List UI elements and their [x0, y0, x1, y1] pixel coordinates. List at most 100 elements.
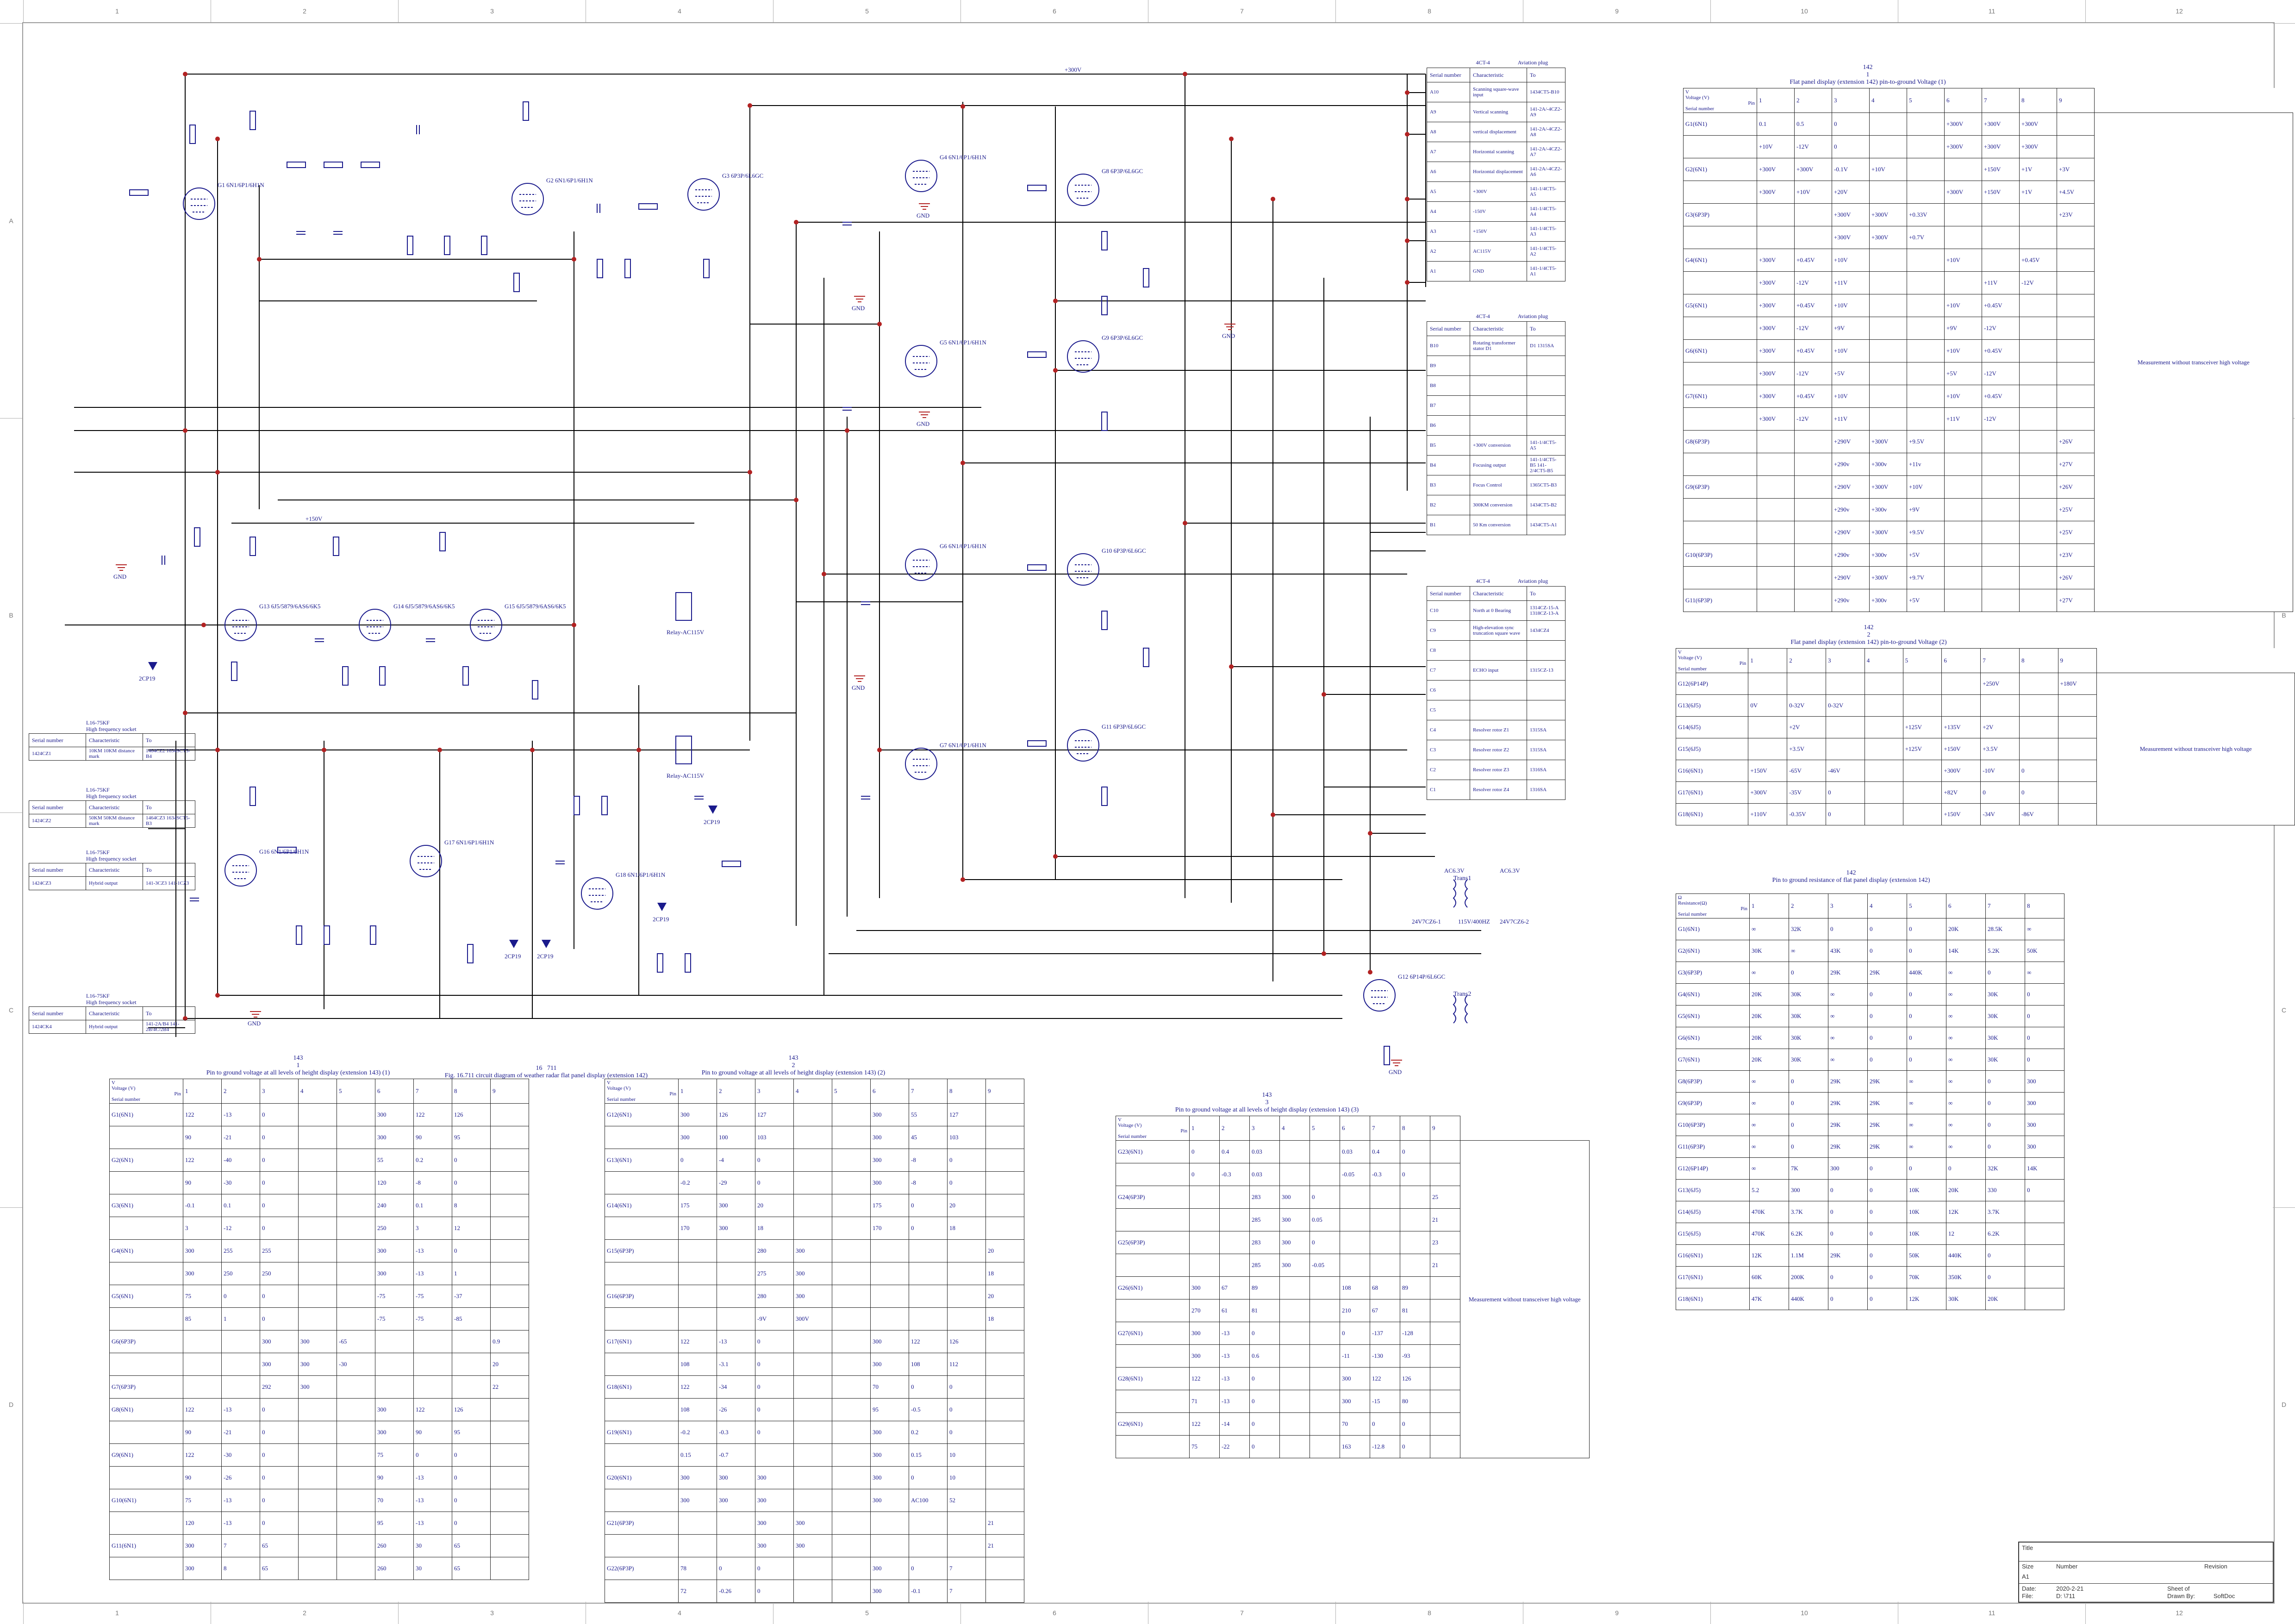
value-cell	[1907, 294, 1945, 317]
serial-cell	[1116, 1254, 1190, 1277]
serial-cell	[1683, 566, 1757, 589]
col-top-8: 8	[1335, 0, 1523, 22]
value-cell: 250	[221, 1262, 260, 1285]
value-cell: 0	[1867, 1244, 1907, 1267]
value-cell	[298, 1285, 337, 1308]
t_fp1-title-text: Flat panel display (extension 142) pin-t…	[1790, 79, 1946, 86]
value-cell	[870, 1512, 909, 1535]
value-cell	[1794, 521, 1832, 544]
serial-cell: G7(6P3P)	[109, 1375, 183, 1399]
value-cell: +10V	[1907, 475, 1945, 499]
value-cell: ∞	[1946, 1114, 1986, 1136]
value-cell: +0.33V	[1907, 203, 1945, 226]
pin-header: 6	[1941, 648, 1981, 673]
value-cell	[298, 1557, 337, 1580]
tb-revision-label: Revision	[2204, 1563, 2227, 1570]
value-cell: 14K	[1946, 940, 1986, 962]
value-cell: -12V	[1794, 362, 1832, 385]
t_fp2-title-text: Flat panel display (extension 142) pin-t…	[1790, 639, 1947, 646]
value-cell	[1907, 407, 1945, 431]
figure-caption-text: Fig. 16.711 circuit diagram of weather r…	[444, 1072, 648, 1079]
value-cell	[298, 1443, 337, 1467]
serial-cell: G20(6N1)	[605, 1466, 679, 1489]
serial-cell	[605, 1126, 679, 1149]
value-cell	[1982, 430, 2020, 453]
junction-dot	[183, 72, 187, 76]
value-cell: 0.05	[1310, 1208, 1340, 1231]
col-bot-1: 1	[23, 1602, 211, 1624]
value-cell	[1869, 385, 1907, 408]
value-cell: 18	[755, 1217, 794, 1240]
value-cell: 20	[985, 1239, 1024, 1262]
value-cell: 170	[870, 1217, 909, 1240]
pin-destination: 141-2A/-4CZ2-A6	[1527, 162, 1565, 182]
value-cell	[1944, 226, 1982, 249]
value-cell: 0	[909, 1194, 948, 1217]
value-cell	[1340, 1231, 1370, 1254]
transformer-winding-label: 24V7CZ6-1	[1412, 918, 1441, 925]
supply-300v-label: +300V	[1065, 66, 1082, 73]
row-left-b: B	[0, 418, 22, 813]
value-cell	[337, 1239, 375, 1262]
pin-header: 5	[1310, 1116, 1340, 1141]
value-cell: +11V	[1944, 407, 1982, 431]
pin-characteristic: Resolver rotor Z1	[1470, 720, 1527, 740]
value-cell	[1902, 781, 1942, 804]
value-cell	[832, 1443, 871, 1467]
value-cell	[1310, 1412, 1340, 1436]
value-cell	[2025, 1244, 2064, 1267]
tube-electrodes	[913, 356, 929, 370]
value-cell: 122	[183, 1443, 222, 1467]
value-cell: 0	[1249, 1412, 1280, 1436]
socket-to: 141-2A/B4 141-2B/4C/2B4	[143, 1020, 195, 1034]
value-cell: 3	[183, 1217, 222, 1240]
value-cell	[2057, 294, 2095, 317]
value-cell: ∞	[1946, 1070, 1986, 1093]
value-cell: -26	[221, 1466, 260, 1489]
corner-corner_pin: Pin	[174, 1091, 181, 1097]
value-cell: 0.03	[1249, 1140, 1280, 1163]
pin-header: 1	[183, 1079, 222, 1104]
serial-cell: G21(6P3P)	[605, 1512, 679, 1535]
value-cell	[1757, 226, 1795, 249]
value-cell: +5V	[1832, 362, 1870, 385]
pin-characteristic: Focusing output	[1470, 455, 1527, 475]
value-cell: 29K	[1867, 1092, 1907, 1114]
value-cell: 0	[755, 1421, 794, 1444]
serial-cell	[605, 1307, 679, 1330]
pin-destination: 141-1/4CT5-A4	[1527, 201, 1565, 222]
note-column	[2096, 648, 2295, 673]
pin-header: 1	[1748, 648, 1788, 673]
junction-dot	[1053, 368, 1058, 373]
value-cell	[832, 1534, 871, 1557]
t_res-number: 142	[1846, 869, 1856, 876]
value-cell: ∞	[1749, 918, 1789, 940]
pin-characteristic: High-elevation sync truncation square wa…	[1470, 620, 1527, 641]
pin-id: B4	[1427, 455, 1470, 475]
value-cell: 25	[1430, 1186, 1460, 1209]
pin-header: 3	[1828, 893, 1868, 918]
col-top-6: 6	[960, 0, 1148, 22]
value-cell	[1279, 1299, 1310, 1322]
value-cell: 126	[947, 1330, 986, 1353]
value-cell	[1864, 781, 1903, 804]
value-cell	[2019, 430, 2057, 453]
socket-char: Hybrid output	[86, 876, 143, 890]
pin-header: 1	[1189, 1116, 1220, 1141]
value-cell: 300	[755, 1534, 794, 1557]
value-cell	[298, 1217, 337, 1240]
value-cell: ∞	[1789, 940, 1828, 962]
value-cell: 0	[947, 1149, 986, 1172]
